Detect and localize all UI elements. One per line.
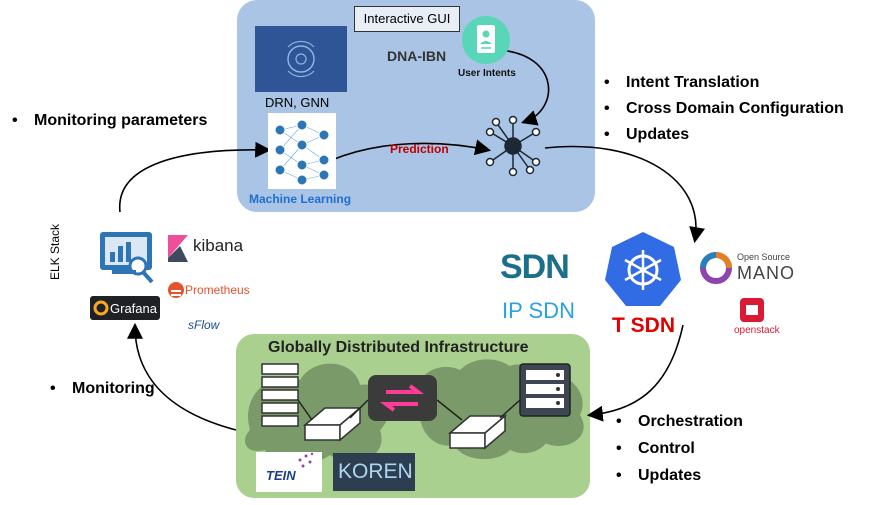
interactive-gui-box: Interactive GUI: [354, 6, 460, 32]
infrastructure-title: Globally Distributed Infrastructure: [268, 339, 529, 356]
prometheus-label: Prometheus: [185, 283, 250, 297]
tein-logo: [256, 452, 322, 492]
tein-label: TEIN: [266, 468, 296, 483]
network-hub-icon: [485, 115, 541, 177]
kibana-label: kibana: [193, 236, 244, 255]
monitoring-parameters-bullet: Monitoring parameters: [12, 112, 207, 130]
orchestration-bullet-item: Updates: [616, 462, 743, 489]
mano-label: MANO: [737, 263, 795, 283]
interactive-gui-label: Interactive GUI: [363, 11, 451, 26]
kibana-logo: [168, 235, 188, 262]
arrow-prediction: [331, 139, 492, 161]
intent-bullet-item: Updates: [604, 122, 844, 148]
monitoring-parameters-text: Monitoring parameters: [12, 112, 207, 130]
drn-gnn-icon: [255, 26, 347, 92]
server-rack-left-icon: [261, 363, 299, 427]
arrow-intents-to-hub: [499, 49, 550, 126]
t-sdn-label: T SDN: [612, 314, 675, 337]
grafana-label: Grafana: [110, 301, 157, 316]
koren-logo-bg: [333, 453, 415, 491]
user-intents-label: User Intents: [458, 68, 516, 79]
sdn-label: SDN: [500, 248, 570, 286]
sflow-label: sFlow: [188, 318, 220, 332]
intent-bullet-item: Cross Domain Configuration: [604, 96, 844, 122]
grafana-logo: [93, 300, 109, 316]
open-source-label: Open Source: [737, 252, 791, 262]
intent-bullets: Intent Translation Cross Domain Configur…: [604, 70, 844, 148]
switch-left-icon: [302, 406, 363, 442]
prediction-label: Prediction: [390, 142, 449, 156]
intent-bullet-item: Intent Translation: [604, 70, 844, 96]
user-intents-icon: [462, 16, 510, 64]
monitoring-bullet: Monitoring: [50, 380, 155, 398]
prometheus-logo: [168, 282, 184, 298]
orchestration-bullets: Orchestration Control Updates: [616, 408, 743, 489]
kubernetes-logo: [605, 232, 681, 306]
router-icon: [368, 375, 437, 421]
monitoring-dashboard-icon: [100, 232, 154, 284]
neural-network-icon: [268, 113, 336, 189]
dna-ibn-label: DNA-IBN: [387, 48, 447, 64]
openstack-label: openstack: [734, 325, 780, 336]
grafana-logo-bg: [90, 296, 160, 320]
infrastructure-links: [297, 399, 521, 421]
server-rack-right-icon: [519, 363, 571, 417]
orchestration-bullet-item: Orchestration: [616, 408, 743, 435]
arrow-sdn-to-infra: [586, 324, 684, 422]
machine-learning-label: Machine Learning: [249, 192, 352, 206]
ip-sdn-label: IP SDN: [502, 298, 575, 323]
elk-stack-label: ELK Stack: [48, 223, 62, 280]
drn-gnn-label: DRN, GNN: [265, 95, 330, 110]
koren-label: KOREN: [338, 460, 413, 483]
arrow-hub-to-sdn: [544, 145, 705, 244]
switch-right-icon: [447, 414, 508, 450]
osm-mano-logo: [700, 252, 732, 284]
orchestration-bullet-item: Control: [616, 435, 743, 462]
arrow-infra-to-monitoring: [127, 322, 237, 431]
arrow-monitoring-to-ml: [119, 141, 272, 213]
openstack-logo: [740, 298, 764, 322]
monitoring-text: Monitoring: [50, 380, 155, 398]
